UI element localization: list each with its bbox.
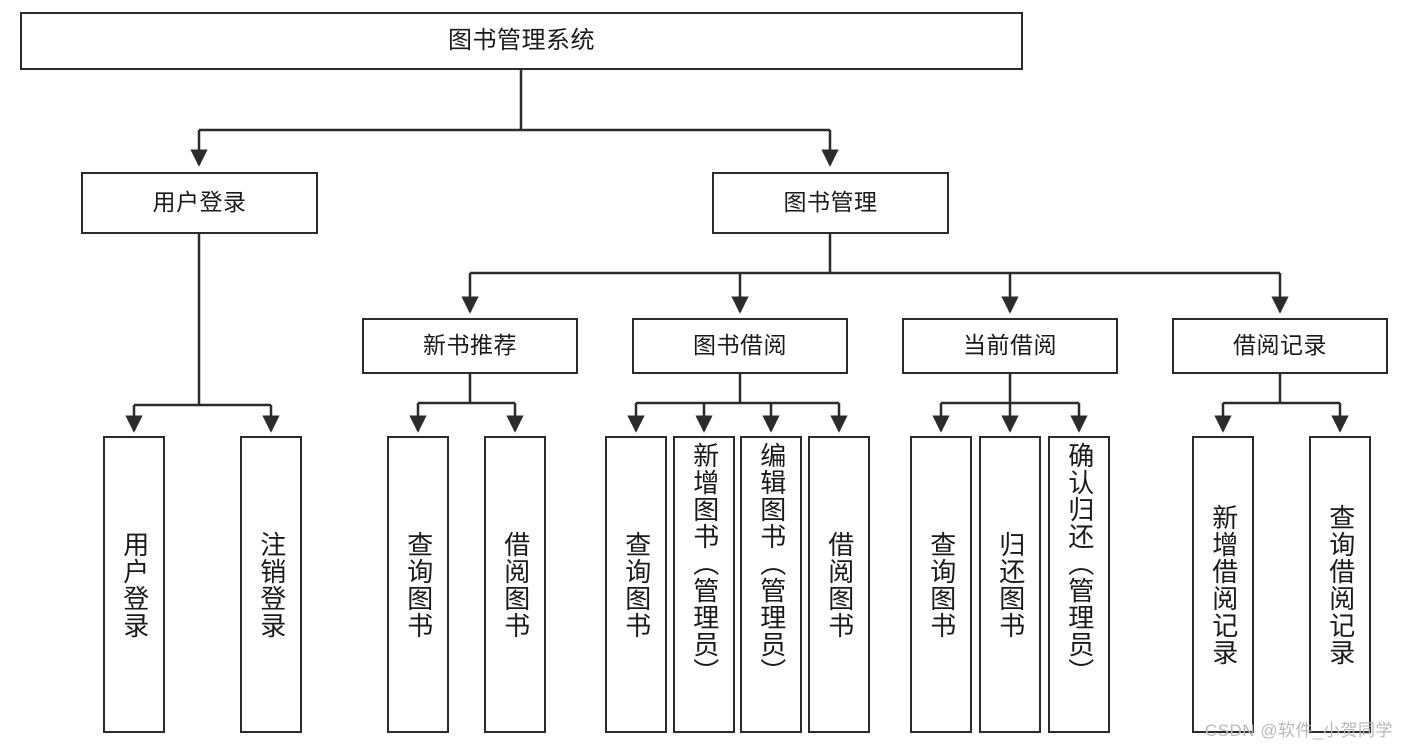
leaf-record-query-record[interactable]: 查询借阅记录 — [1309, 436, 1371, 733]
node-label: 编辑图书（管理员） — [756, 442, 787, 685]
node-label: 借阅图书 — [500, 530, 531, 639]
leaf-borrow-add-book-admin[interactable]: 新增图书（管理员） — [673, 436, 735, 733]
node-label: 借阅图书 — [824, 530, 855, 639]
node-label: 图书管理系统 — [448, 26, 595, 54]
node-label: 查询借阅记录 — [1325, 503, 1356, 666]
node-label: 图书管理 — [783, 189, 878, 216]
node-label: 确认归还（管理员） — [1064, 442, 1095, 685]
node-label: 新书推荐 — [423, 332, 517, 359]
node-label: 新增图书（管理员） — [689, 442, 720, 685]
leaf-user-login-login[interactable]: 用户登录 — [103, 436, 165, 733]
leaf-borrow-query-book[interactable]: 查询图书 — [605, 436, 667, 733]
node-label: 新增借阅记录 — [1208, 503, 1239, 666]
node-label: 当前借阅 — [963, 332, 1057, 359]
node-user-login[interactable]: 用户登录 — [81, 172, 318, 234]
node-label: 用户登录 — [152, 189, 247, 216]
node-label: 用户登录 — [119, 530, 150, 639]
node-label: 查询图书 — [926, 530, 957, 639]
leaf-current-query-book[interactable]: 查询图书 — [910, 436, 972, 733]
node-label: 注销登录 — [256, 530, 287, 639]
node-book-borrow[interactable]: 图书借阅 — [632, 318, 848, 374]
leaf-borrow-edit-book-admin[interactable]: 编辑图书（管理员） — [740, 436, 802, 733]
leaf-current-confirm-return-admin[interactable]: 确认归还（管理员） — [1048, 436, 1110, 733]
watermark-text: CSDN @软件_小贺同学 — [1204, 721, 1393, 740]
node-root-system[interactable]: 图书管理系统 — [20, 12, 1023, 70]
node-borrow-record[interactable]: 借阅记录 — [1172, 318, 1388, 374]
leaf-borrow-borrow-book[interactable]: 借阅图书 — [808, 436, 870, 733]
node-new-book-recommend[interactable]: 新书推荐 — [362, 318, 578, 374]
node-current-borrow[interactable]: 当前借阅 — [902, 318, 1118, 374]
node-label: 归还图书 — [995, 530, 1026, 639]
leaf-new-book-borrow[interactable]: 借阅图书 — [484, 436, 546, 733]
node-book-management[interactable]: 图书管理 — [712, 172, 949, 234]
node-label: 查询图书 — [403, 530, 434, 639]
leaf-user-login-logout[interactable]: 注销登录 — [240, 436, 302, 733]
node-label: 借阅记录 — [1233, 332, 1327, 359]
leaf-record-add-record[interactable]: 新增借阅记录 — [1192, 436, 1254, 733]
leaf-new-book-query[interactable]: 查询图书 — [387, 436, 449, 733]
node-label: 图书借阅 — [693, 332, 787, 359]
node-label: 查询图书 — [621, 530, 652, 639]
leaf-current-return-book[interactable]: 归还图书 — [979, 436, 1041, 733]
